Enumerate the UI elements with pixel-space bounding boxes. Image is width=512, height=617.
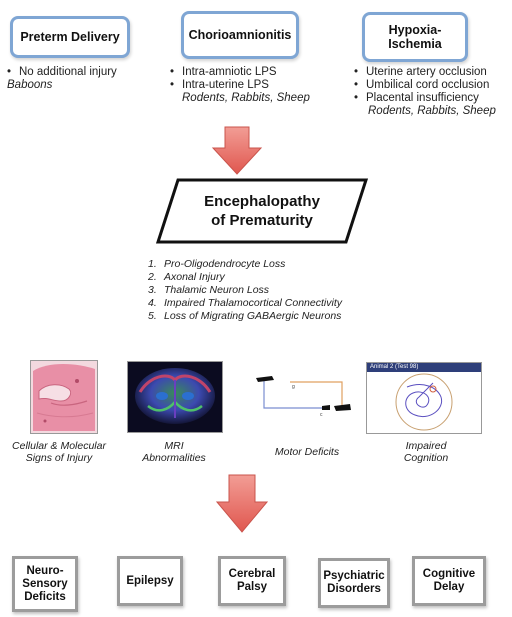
histology-image <box>30 360 98 434</box>
center-title: Encephalopathy of Prematurity <box>154 176 370 246</box>
motor-diagram-drawing: g c <box>256 376 351 418</box>
list-item: 5.Loss of Migrating GABAergic Neurons <box>148 310 342 322</box>
outcome-cerebral-palsy: Cerebral Palsy <box>218 556 286 606</box>
list-item: 3.Thalamic Neuron Loss <box>148 284 270 296</box>
down-arrow-icon <box>211 126 263 175</box>
bullet-icon: • <box>170 66 175 78</box>
mri-brain-drawing <box>128 362 222 432</box>
list-item: •Umbilical cord occlusion <box>354 79 490 91</box>
bullet-icon: • <box>354 66 359 78</box>
bullet-icon: • <box>354 79 359 91</box>
outcome-cognitive-delay: Cognitive Delay <box>412 556 486 606</box>
cause-title-line: Ischemia <box>388 37 442 51</box>
cause-box-chorioamnionitis: Chorioamnionitis <box>181 11 299 59</box>
caption-cellular-molecular: Cellular & Molecular Signs of Injury <box>12 440 106 464</box>
list-item: •Uterine artery occlusion <box>354 66 487 78</box>
outcome-psychiatric-disorders: Psychiatric Disorders <box>318 558 390 608</box>
center-title-line: of Prematurity <box>211 212 313 229</box>
bullet-icon: • <box>7 66 12 78</box>
cause-list-chorioamnionitis: •Intra-amniotic LPS •Intra-uterine LPS R… <box>170 66 310 105</box>
caption-mri: MRI Abnormalities <box>142 440 206 464</box>
svg-text:g: g <box>292 384 295 390</box>
cause-title: Chorioamnionitis <box>188 28 292 42</box>
cause-title-line: Hypoxia- <box>388 23 442 37</box>
list-item: •No additional injury <box>7 66 117 78</box>
cause-list-preterm-delivery: •No additional injury Baboons <box>7 66 117 92</box>
mri-image <box>127 361 223 433</box>
parallelogram-shape <box>155 178 369 244</box>
motor-test-image: g c <box>252 368 358 422</box>
bullet-icon: • <box>170 79 175 91</box>
cause-title: Preterm Delivery <box>20 30 120 44</box>
cause-box-hypoxia-ischemia: Hypoxia- Ischemia <box>362 12 468 62</box>
outcome-neuro-sensory-deficits: Neuro- Sensory Deficits <box>12 556 78 612</box>
species-label: Rodents, Rabbits, Sheep <box>368 105 496 117</box>
list-item: •Intra-uterine LPS <box>170 79 269 91</box>
outcome-epilepsy: Epilepsy <box>117 556 183 606</box>
water-maze-image: Animal 2 (Test 98) <box>366 362 482 434</box>
list-item: •Placental insufficiency <box>354 92 479 104</box>
svg-text:c: c <box>320 412 323 418</box>
center-title-line: Encephalopathy <box>204 193 320 210</box>
encephalopathy-of-prematurity-box: Encephalopathy of Prematurity <box>154 176 370 246</box>
cause-list-hypoxia-ischemia: •Uterine artery occlusion •Umbilical cor… <box>354 66 496 118</box>
bullet-icon: • <box>354 92 359 104</box>
water-maze-header: Animal 2 (Test 98) <box>367 363 481 372</box>
down-arrow-icon <box>216 474 268 533</box>
species-label: Rodents, Rabbits, Sheep <box>182 92 310 104</box>
caption-motor: Motor Deficits <box>274 446 340 458</box>
water-maze-path-drawing <box>395 373 453 431</box>
cause-box-preterm-delivery: Preterm Delivery <box>10 16 130 58</box>
list-item: 2.Axonal Injury <box>148 271 225 283</box>
list-item: 1.Pro-Oligodendrocyte Loss <box>148 258 286 270</box>
list-item: •Intra-amniotic LPS <box>170 66 277 78</box>
histology-section-drawing <box>31 361 97 433</box>
caption-cognition: Impaired Cognition <box>403 440 449 464</box>
list-item: 4.Impaired Thalamocortical Connectivity <box>148 297 342 309</box>
injury-findings-list: 1.Pro-Oligodendrocyte Loss 2.Axonal Inju… <box>148 258 342 323</box>
species-label: Baboons <box>7 79 53 91</box>
